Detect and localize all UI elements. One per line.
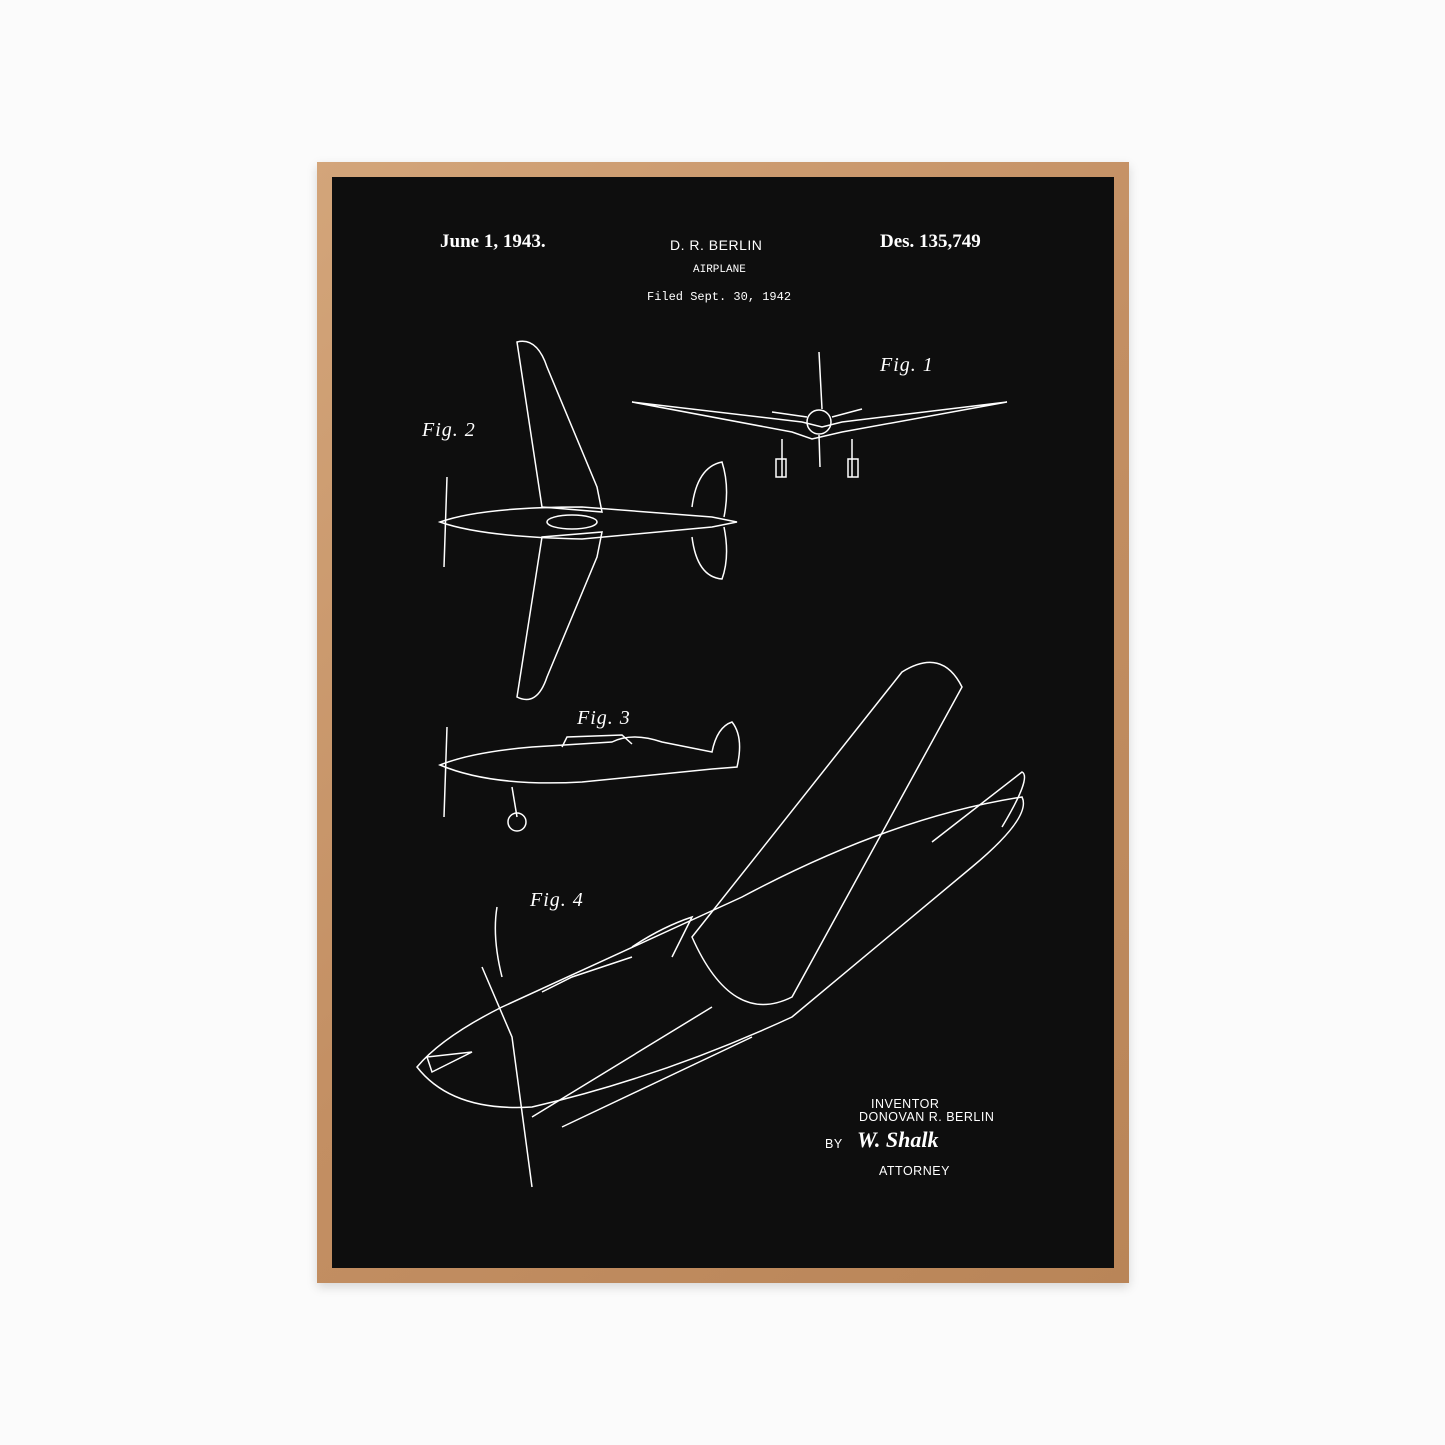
attorney-label: ATTORNEY [879, 1164, 950, 1178]
fig3-label: Fig. 3 [577, 707, 631, 729]
patent-date: June 1, 1943. [440, 231, 546, 252]
fig1-front-view [631, 351, 1008, 478]
airplane-drawings [416, 340, 1026, 1188]
filed-date: Filed Sept. 30, 1942 [647, 290, 792, 304]
patent-poster: June 1, 1943. D. R. BERLIN Des. 135,749 … [332, 177, 1114, 1268]
fig1-label: Fig. 1 [880, 354, 934, 376]
fig2-top-view [437, 340, 738, 701]
fig4-label: Fig. 4 [530, 889, 584, 911]
patent-title: AIRPLANE [693, 264, 746, 276]
inventor-label: INVENTOR [871, 1097, 940, 1111]
wooden-frame: June 1, 1943. D. R. BERLIN Des. 135,749 … [317, 162, 1129, 1283]
patent-number: Des. 135,749 [880, 231, 981, 252]
inventor-short-name: D. R. BERLIN [670, 237, 763, 253]
fig4-perspective-view [416, 661, 1026, 1188]
fig2-label: Fig. 2 [422, 419, 476, 441]
attorney-signature: W. Shalk [857, 1127, 939, 1152]
by-label: BY [825, 1137, 843, 1151]
inventor-name: DONOVAN R. BERLIN [859, 1110, 995, 1124]
fig3-side-view [438, 721, 741, 832]
